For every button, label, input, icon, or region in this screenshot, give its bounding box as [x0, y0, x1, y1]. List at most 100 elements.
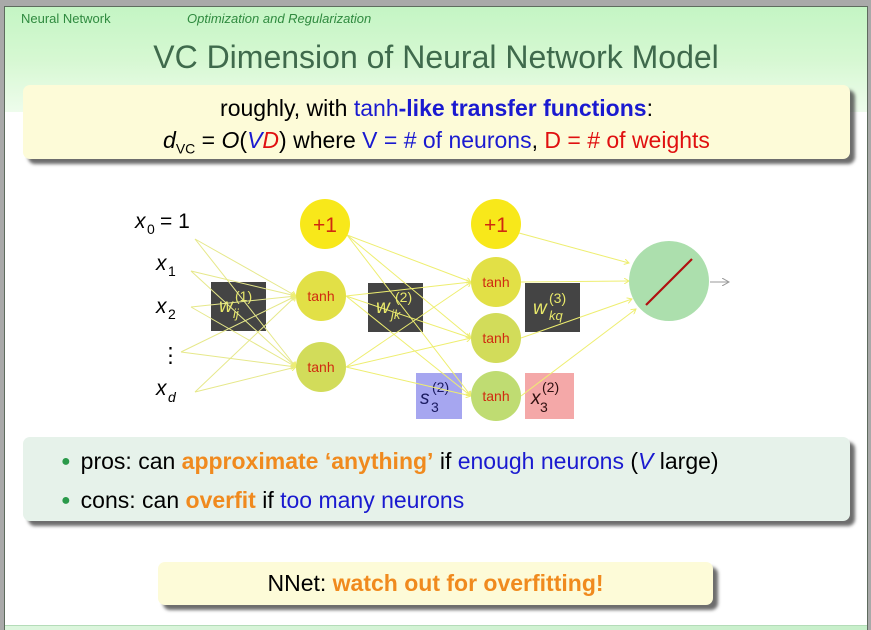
- pros-condition: enough neurons: [457, 448, 624, 474]
- edge: [190, 306, 296, 367]
- edge: [194, 238, 296, 367]
- edge: [194, 238, 296, 296]
- v-symbol: V: [638, 448, 654, 474]
- summary-line-1: roughly, with tanh-like transfer functio…: [23, 92, 850, 124]
- pros-cons-box: ● pros: can approximate ‘anything’ if eno…: [23, 437, 850, 521]
- edge: [345, 338, 471, 368]
- if-text: if: [433, 448, 458, 474]
- dvc-symbol: d: [163, 127, 176, 153]
- bullet-icon: ●: [61, 492, 71, 509]
- svg-text:(2): (2): [432, 379, 449, 395]
- v-definition: V = # of neurons: [362, 127, 532, 153]
- neural-network-diagram: x 0 = 1 x 1 x 2 ⋮ x d w (1) ij w (2): [134, 199, 867, 421]
- svg-text:d: d: [168, 389, 177, 405]
- hidden-neuron-1-1: tanh: [296, 271, 346, 321]
- linear-activation-icon: [645, 258, 693, 306]
- transfer-functions-term: -like transfer functions: [398, 95, 647, 121]
- hidden-neuron-1-2: tanh: [296, 342, 346, 392]
- svg-text:tanh: tanh: [307, 288, 334, 304]
- svg-text:3: 3: [540, 399, 548, 415]
- d-symbol: D: [262, 127, 280, 153]
- svg-text:tanh: tanh: [482, 388, 509, 404]
- footer-strip: [5, 625, 867, 630]
- edge: [345, 366, 471, 396]
- edge: [180, 296, 296, 353]
- summary-text: roughly, with: [220, 95, 354, 121]
- edge: [345, 282, 471, 368]
- edge: [190, 296, 296, 308]
- equals: =: [195, 127, 222, 153]
- edge: [520, 309, 636, 397]
- svg-text:x: x: [530, 388, 542, 409]
- edge: [345, 295, 471, 396]
- paren: large): [653, 448, 719, 474]
- cons-label: cons: can: [80, 487, 186, 513]
- edge: [520, 281, 629, 282]
- weight-box-layer2: w (2) jk: [368, 283, 423, 332]
- where-text: where: [286, 127, 363, 153]
- score-box: s (2) 3: [416, 373, 462, 419]
- edge: [190, 270, 296, 367]
- edge: [194, 367, 296, 393]
- input-xd: x d: [155, 377, 177, 405]
- svg-text:tanh: tanh: [482, 330, 509, 346]
- colon: :: [646, 95, 653, 121]
- svg-text:2: 2: [168, 306, 176, 322]
- svg-text:x: x: [134, 210, 147, 233]
- cons-item: ●cons: can overfit if too many neurons: [61, 481, 850, 520]
- cons-condition: too many neurons: [280, 487, 465, 513]
- tanh-term: tanh: [353, 95, 399, 121]
- input-x0: x 0 = 1: [134, 210, 190, 237]
- svg-text:1: 1: [168, 263, 176, 279]
- edge: [346, 234, 471, 338]
- slide-title: VC Dimension of Neural Network Model: [153, 39, 719, 75]
- svg-text:0: 0: [147, 221, 155, 237]
- bias-node-layer2: +1: [471, 199, 521, 249]
- paren: (: [239, 127, 248, 153]
- weight-box-layer1: w (1) ij: [211, 282, 266, 331]
- svg-text:x: x: [155, 252, 168, 275]
- edge: [190, 270, 296, 296]
- svg-text:kq: kq: [549, 308, 564, 323]
- edge: [345, 295, 471, 338]
- edge: [194, 296, 296, 393]
- dvc-subscript: VC: [175, 140, 196, 157]
- takeaway-prefix: NNet:: [267, 570, 333, 596]
- if-text: if: [255, 487, 281, 513]
- svg-text:tanh: tanh: [482, 274, 509, 290]
- edge: [180, 351, 296, 367]
- paren: ): [279, 127, 287, 153]
- pros-label: pros: can: [80, 448, 182, 474]
- svg-text:3: 3: [431, 399, 439, 415]
- svg-text:tanh: tanh: [307, 359, 334, 375]
- svg-text:+1: +1: [484, 214, 508, 237]
- nav-section[interactable]: Neural Network: [21, 11, 111, 26]
- edge: [518, 232, 629, 263]
- bullet-icon: ●: [61, 453, 71, 470]
- pros-item: ● pros: can approximate ‘anything’ if eno…: [61, 442, 850, 481]
- summary-line-2: dVC = O(VD) where V = # of neurons, D = …: [23, 124, 850, 165]
- pros-highlight: approximate ‘anything’: [181, 448, 434, 474]
- hidden-neuron-2-1: tanh: [471, 257, 521, 307]
- v-symbol: V: [247, 127, 263, 153]
- svg-text:w: w: [376, 297, 391, 318]
- svg-text:(1): (1): [235, 288, 252, 304]
- svg-text:(2): (2): [395, 289, 412, 305]
- input-x1: x 1: [155, 252, 176, 279]
- edge: [346, 234, 471, 282]
- hidden-neuron-2-2: tanh: [471, 313, 521, 363]
- nav-subsection[interactable]: Optimization and Regularization: [187, 11, 372, 26]
- hidden-neuron-2-3: tanh: [471, 371, 521, 421]
- svg-text:= 1: = 1: [160, 210, 190, 233]
- big-o: O: [221, 127, 240, 153]
- input-ellipsis: ⋮: [160, 344, 181, 367]
- slide: Neural Network Optimization and Regulari…: [4, 6, 868, 630]
- bias-node-layer1: +1: [300, 199, 350, 249]
- weight-box-layer3: w (3) kq: [525, 283, 580, 332]
- activation-output-box: x (2) 3: [525, 373, 574, 419]
- svg-text:jk: jk: [389, 307, 402, 322]
- connection-edges: [180, 232, 636, 397]
- output-neuron: [629, 241, 709, 321]
- svg-text:w: w: [533, 298, 548, 319]
- edge: [346, 234, 471, 396]
